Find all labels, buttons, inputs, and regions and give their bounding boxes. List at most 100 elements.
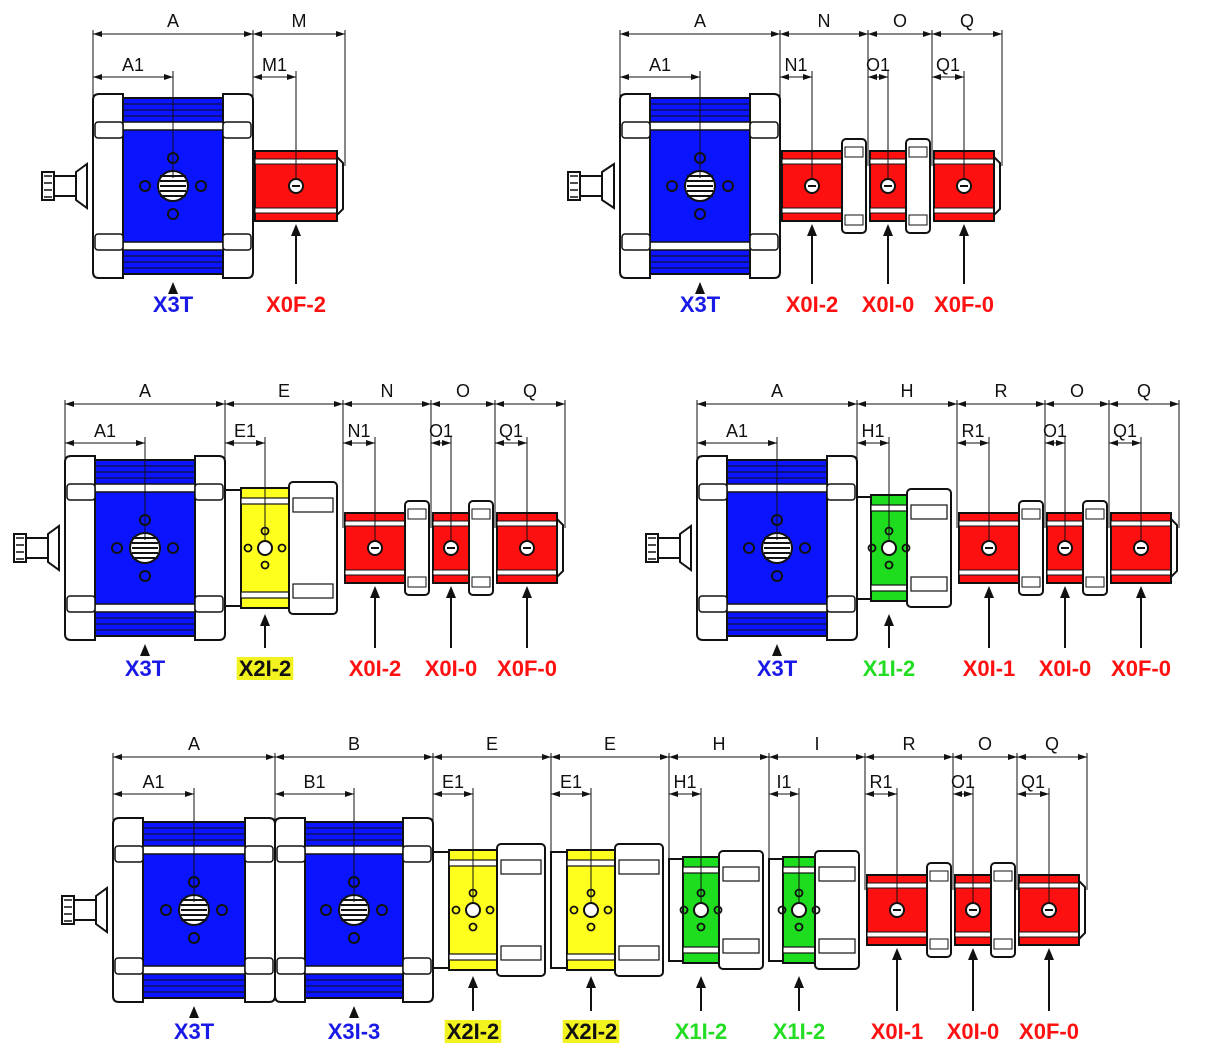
bolt-hole-icon bbox=[160, 904, 172, 916]
section-label: X3T bbox=[125, 656, 166, 681]
bolt-hole-icon bbox=[139, 570, 151, 582]
dimension-label: A bbox=[167, 11, 179, 31]
dimension-label: B bbox=[348, 734, 360, 754]
bolt-hole-icon bbox=[694, 208, 706, 220]
dimension-label: A bbox=[139, 381, 151, 401]
bolt-hole-icon bbox=[348, 932, 360, 944]
section-label: X1I-2 bbox=[773, 1019, 826, 1044]
dimension-b: BB1 bbox=[274, 734, 433, 902]
dimension-o: OO1 bbox=[429, 381, 495, 540]
sub-dimension-label: O1 bbox=[951, 772, 975, 792]
shaft-collar-icon bbox=[75, 162, 88, 210]
bolt-hole-icon bbox=[451, 905, 461, 915]
dimension-o: OO1 bbox=[1043, 381, 1109, 540]
sub-dimension-label: Q1 bbox=[1113, 421, 1137, 441]
section-label: X1I-2 bbox=[863, 656, 916, 681]
dimension-n: N N1 bbox=[342, 381, 431, 540]
sub-dimension-label: M1 bbox=[262, 55, 287, 75]
section-label: X0I-0 bbox=[862, 292, 915, 317]
sub-dimension-label: I1 bbox=[776, 772, 791, 792]
bolt-hole-icon bbox=[884, 560, 894, 570]
port-icon bbox=[693, 902, 709, 918]
bolt-hole-icon bbox=[586, 922, 596, 932]
shaft-icon bbox=[657, 537, 681, 559]
dimension-label: E bbox=[278, 381, 290, 401]
sub-dimension-label: H1 bbox=[861, 421, 884, 441]
section-label: X0I-1 bbox=[871, 1019, 924, 1044]
bolt-hole-icon bbox=[722, 180, 734, 192]
flange bbox=[841, 138, 867, 234]
dimension-e: EE1 bbox=[224, 381, 343, 540]
dimension-o: OO1 bbox=[951, 734, 1017, 902]
sub-dimension-label: E1 bbox=[560, 772, 582, 792]
section-label: X3T bbox=[174, 1019, 215, 1044]
bolt-hole-icon bbox=[743, 542, 755, 554]
port-icon bbox=[881, 540, 897, 556]
dimension-label: H bbox=[713, 734, 726, 754]
bolt-hole-icon bbox=[569, 905, 579, 915]
section-label: X0F-0 bbox=[497, 656, 557, 681]
shaft-icon bbox=[73, 899, 97, 921]
dimension-label: Q bbox=[960, 11, 974, 31]
dimension-e: EE1 bbox=[550, 734, 669, 902]
bolt-hole-icon bbox=[167, 208, 179, 220]
dimension-a: AA1 bbox=[112, 734, 275, 902]
sub-dimension-label: O1 bbox=[1043, 421, 1067, 441]
section-label: X0F-0 bbox=[934, 292, 994, 317]
sub-dimension-label: A1 bbox=[142, 772, 164, 792]
dimension-label: H bbox=[901, 381, 914, 401]
dimension-e: EE1 bbox=[432, 734, 551, 902]
section-label: X2I-2 bbox=[565, 1019, 618, 1044]
sub-dimension-label: N1 bbox=[784, 55, 807, 75]
sub-dimension-label: Q1 bbox=[1021, 772, 1045, 792]
section-label: X3T bbox=[757, 656, 798, 681]
dimension-label: O bbox=[978, 734, 992, 754]
bolt-hole-icon bbox=[901, 543, 911, 553]
flange bbox=[990, 862, 1016, 958]
shaft-icon bbox=[53, 175, 77, 197]
dimension-label: O bbox=[1070, 381, 1084, 401]
shaft-collar-icon bbox=[47, 524, 60, 572]
dimension-label: Q bbox=[523, 381, 537, 401]
dimension-a: AA1 bbox=[696, 381, 857, 540]
dimension-r: RR1 bbox=[956, 381, 1045, 540]
bolt-hole-icon bbox=[666, 180, 678, 192]
dimension-label: N bbox=[381, 381, 394, 401]
dimension-q: QQ1 bbox=[1108, 381, 1180, 540]
dimension-label: A bbox=[771, 381, 783, 401]
bolt-hole-icon bbox=[679, 905, 689, 915]
shaft-collar-icon bbox=[95, 886, 108, 934]
section-label: X3I-3 bbox=[328, 1019, 381, 1044]
section-label: X3T bbox=[680, 292, 721, 317]
bolt-hole-icon bbox=[696, 922, 706, 932]
port-icon bbox=[257, 540, 273, 556]
dimension-label: N bbox=[818, 11, 831, 31]
bolt-hole-icon bbox=[167, 542, 179, 554]
port-icon bbox=[583, 902, 599, 918]
dimension-q: QQ1 bbox=[931, 11, 1003, 178]
sub-dimension-label: N1 bbox=[347, 421, 370, 441]
bolt-hole-icon bbox=[195, 180, 207, 192]
flange bbox=[926, 862, 952, 958]
end-cap-icon bbox=[1078, 878, 1086, 942]
dimension-a: AA1 bbox=[64, 381, 225, 540]
bolt-hole-icon bbox=[139, 180, 151, 192]
end-cap-icon bbox=[1170, 516, 1178, 580]
dimension-label: R bbox=[995, 381, 1008, 401]
